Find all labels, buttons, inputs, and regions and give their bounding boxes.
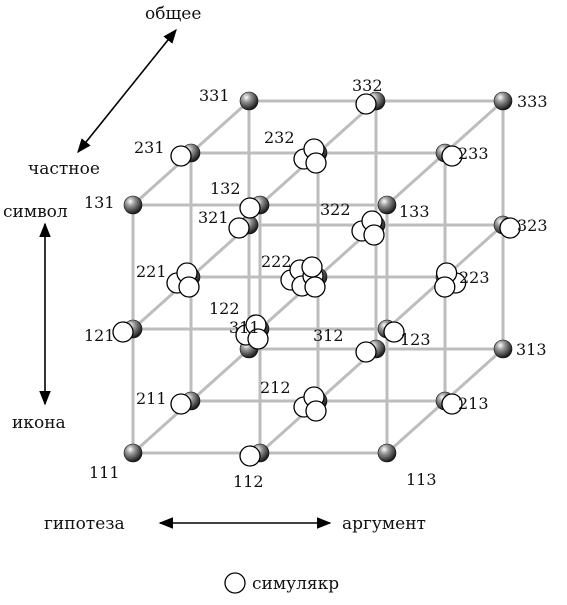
simulacrum-222-5 <box>304 276 326 298</box>
simulacrum-112-1 <box>239 445 261 467</box>
simulacrum-221-3 <box>178 276 200 298</box>
node-label-131: 131 <box>84 193 115 212</box>
node-111 <box>123 443 143 463</box>
node-label-212: 212 <box>260 378 291 397</box>
node-label-221: 221 <box>136 262 167 281</box>
node-label-312: 312 <box>313 326 344 345</box>
simulacrum-211-1 <box>170 393 192 415</box>
legend-label: симулякр <box>252 574 339 594</box>
node-label-323: 323 <box>517 216 548 235</box>
node-label-223: 223 <box>459 268 490 287</box>
node-label-332: 332 <box>352 76 383 95</box>
node-label-321: 321 <box>198 208 229 227</box>
node-label-333: 333 <box>517 92 548 111</box>
simulacrum-212-3 <box>305 400 327 422</box>
node-label-111: 111 <box>89 463 120 482</box>
node-label-121: 121 <box>84 326 115 345</box>
legend-simulacrum-icon <box>224 572 246 594</box>
icon-label: икона <box>12 413 66 433</box>
simulacrum-223-3 <box>434 276 456 298</box>
node-label-123: 123 <box>400 330 431 349</box>
simulacrum-222-6 <box>301 256 323 278</box>
symbol-label: символ <box>3 202 68 222</box>
node-label-231: 231 <box>134 138 165 157</box>
node-label-112: 112 <box>233 472 264 491</box>
node-label-222: 222 <box>261 252 292 271</box>
simulacrum-233-1 <box>441 145 463 167</box>
node-label-213: 213 <box>458 394 489 413</box>
simulacrum-123-1 <box>383 321 405 343</box>
simulacrum-323-1 <box>499 217 521 239</box>
simulacrum-312-1 <box>355 341 377 363</box>
node-113 <box>377 443 397 463</box>
node-label-322: 322 <box>320 200 351 219</box>
simulacra-circles <box>112 93 521 467</box>
simulacrum-322-3 <box>363 224 385 246</box>
node-label-233: 233 <box>458 144 489 163</box>
node-label-232: 232 <box>264 128 295 147</box>
node-label-132: 132 <box>210 179 241 198</box>
general-label: общее <box>145 4 201 24</box>
general-particular-arrow <box>77 28 177 154</box>
node-331 <box>239 91 259 111</box>
node-133 <box>377 195 397 215</box>
argument-label: аргумент <box>342 514 426 534</box>
node-label-113: 113 <box>406 470 437 489</box>
particular-label: частное <box>28 159 100 179</box>
node-label-313: 313 <box>516 340 547 359</box>
simulacrum-132-1 <box>239 197 261 219</box>
node-label-311: 311 <box>229 318 260 337</box>
node-label-122: 122 <box>209 299 240 318</box>
simulacrum-213-1 <box>441 393 463 415</box>
simulacrum-321-1 <box>228 217 250 239</box>
node-313 <box>493 339 513 359</box>
simulacrum-121-1 <box>112 321 134 343</box>
node-333 <box>493 91 513 111</box>
node-label-133: 133 <box>399 202 430 221</box>
simulacrum-232-3 <box>305 152 327 174</box>
node-label-211: 211 <box>136 389 167 408</box>
hypothesis-label: гипотеза <box>44 514 125 534</box>
simulacrum-122-3 <box>247 328 269 350</box>
simulacrum-332-1 <box>355 93 377 115</box>
simulacrum-231-1 <box>170 145 192 167</box>
node-131 <box>123 195 143 215</box>
node-label-331: 331 <box>199 86 230 105</box>
